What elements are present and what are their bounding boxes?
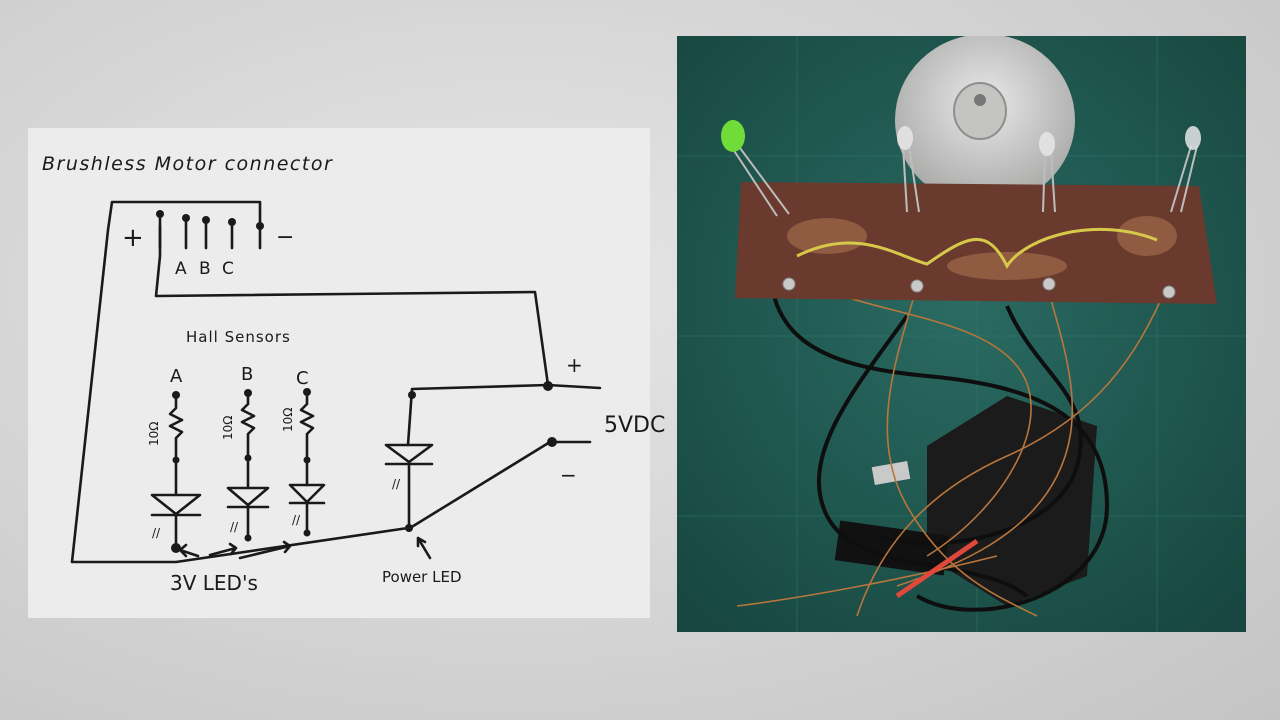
- led-power-symbol: [384, 443, 434, 530]
- power-adapter: [927, 396, 1097, 606]
- phase-b-label: B: [199, 259, 211, 279]
- dot-a-mid: [172, 456, 180, 464]
- supply-voltage-label: 5VDC: [604, 413, 665, 438]
- dot-hall-a: [172, 391, 180, 399]
- arrow-led-c: [238, 540, 292, 560]
- dot-hall-b: [244, 389, 252, 397]
- leds-label: 3V LED's: [170, 571, 258, 595]
- phase-a-label: A: [175, 259, 187, 279]
- dot-supply-minus: [547, 437, 557, 447]
- led-c-symbol: [288, 483, 326, 534]
- dot-pin-a: [182, 214, 190, 222]
- hall-title: Hall Sensors: [186, 328, 291, 346]
- adapter-prong: [871, 461, 911, 485]
- led-c-mark: //: [292, 513, 301, 527]
- dot-pin-b: [202, 216, 210, 224]
- red-sleeve: [895, 538, 979, 599]
- branch-b: [240, 391, 256, 490]
- arrow-led-a: [178, 543, 200, 558]
- led-a-mark: //: [152, 526, 161, 540]
- arrow-led-b: [208, 542, 238, 557]
- led-b-symbol: [226, 486, 270, 537]
- led-legs: [730, 143, 1198, 217]
- led-power-mark: //: [392, 477, 401, 491]
- dot-supply-plus: [543, 381, 553, 391]
- green-led: [721, 120, 745, 152]
- wire-plus: [154, 224, 602, 390]
- power-led-label: Power LED: [382, 568, 462, 586]
- branch-c: [299, 390, 315, 487]
- dot-c-mid: [303, 456, 311, 464]
- connector-minus-label: −: [276, 225, 294, 250]
- yellow-wire: [796, 227, 1158, 269]
- hall-a-label: A: [170, 366, 183, 387]
- resistor-a-label: 10Ω: [147, 422, 161, 446]
- dot-ground-b: [244, 534, 252, 542]
- black-cables: [768, 235, 1110, 612]
- led-b-mark: //: [230, 520, 239, 534]
- dot-pin-minus: [256, 222, 264, 230]
- motor-shaft: [953, 82, 1007, 140]
- branch-power: [406, 383, 550, 447]
- supply-plus-label: +: [566, 353, 583, 377]
- supply-minus-label: −: [560, 463, 577, 487]
- circuit-board: [735, 182, 1217, 304]
- motor-shaft-hole: [974, 94, 986, 106]
- clear-led-3: [1185, 126, 1201, 150]
- solder-eyelets: [782, 277, 1176, 299]
- copper-wires: [736, 275, 1168, 617]
- dot-power-top: [408, 391, 416, 399]
- dot-pin-plus: [156, 210, 164, 218]
- phase-c-label: C: [222, 259, 234, 279]
- clear-led-2: [1039, 132, 1055, 156]
- led-a-symbol: [150, 493, 202, 547]
- branch-a: [168, 393, 184, 497]
- hardware-photo: [677, 36, 1246, 632]
- arrow-power-led: [416, 536, 432, 560]
- hall-c-label: C: [296, 368, 309, 389]
- dot-hall-c: [303, 388, 311, 396]
- dot-b-mid: [244, 454, 252, 462]
- hall-b-label: B: [241, 364, 253, 385]
- schematic-title: Brushless Motor connector: [42, 153, 333, 175]
- dot-ground-c: [303, 529, 311, 537]
- dot-pin-c: [228, 218, 236, 226]
- clear-led-1: [897, 126, 913, 150]
- dot-ground-a: [171, 543, 181, 553]
- connector-plus-label: +: [122, 223, 144, 253]
- resistor-b-label: 10Ω: [221, 416, 235, 440]
- dot-power-bottom: [405, 524, 413, 532]
- wire-minus-loop: [70, 200, 410, 564]
- resistor-c-label: 10Ω: [281, 408, 295, 432]
